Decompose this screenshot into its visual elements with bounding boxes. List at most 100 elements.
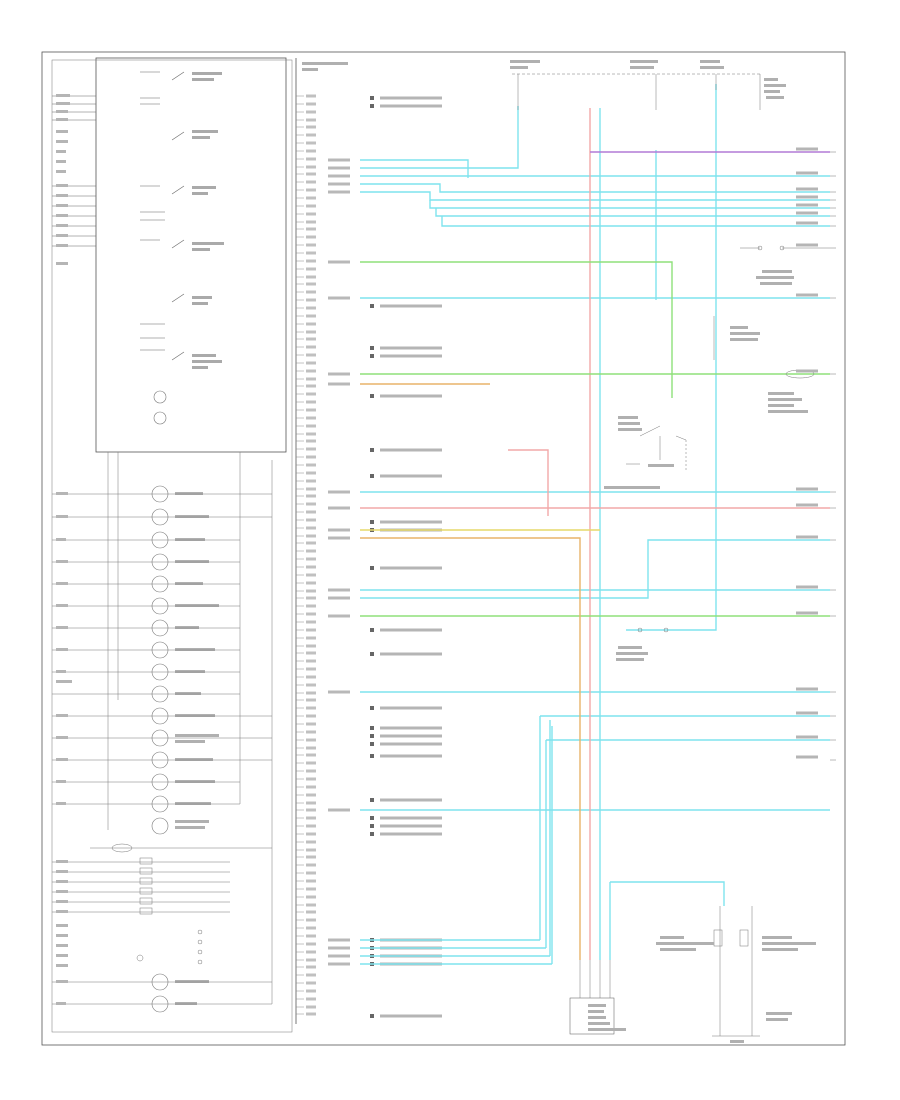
pin-number: [306, 793, 316, 797]
wire-color-code: [328, 588, 350, 592]
pin-number: [306, 94, 316, 98]
pin-number: [306, 997, 316, 1001]
wire-color-code: [328, 372, 350, 376]
pin-number: [306, 400, 316, 404]
arrow-icon: [370, 304, 374, 308]
pin-number: [306, 910, 316, 914]
pin-number: [306, 785, 316, 789]
indicator-lamps: [151, 485, 169, 1013]
wire-color-code: [328, 296, 350, 300]
pin-number: [306, 816, 316, 820]
orange-wires: [360, 383, 581, 960]
pin-number: [306, 832, 316, 836]
destination-label: [380, 726, 442, 730]
pin-number: [306, 377, 316, 381]
destination-label: [380, 304, 442, 308]
pin-number: [306, 769, 316, 773]
instrument-cluster: [51, 57, 293, 1033]
top-right-components: [510, 60, 786, 110]
pin-number: [306, 447, 316, 451]
pin-number: [306, 973, 316, 977]
destination-label: [380, 754, 442, 758]
pin-number: [306, 871, 316, 875]
pin-number: [306, 353, 316, 357]
wire-color-code: [796, 487, 818, 491]
arrow-icon: [370, 520, 374, 524]
wire-color-code: [796, 187, 818, 191]
pin-number: [306, 801, 316, 805]
pin-number: [306, 361, 316, 365]
speed-sensor-box: [569, 997, 615, 1035]
pin-number: [306, 691, 316, 695]
wire-end-markers: [796, 147, 836, 761]
arrow-icon: [370, 96, 374, 100]
wire-color-code: [796, 585, 818, 589]
pin-number: [306, 753, 316, 757]
green-wires: [360, 261, 830, 617]
pin-number: [306, 526, 316, 530]
arrow-icon: [370, 816, 374, 820]
arrow-icon: [370, 1014, 374, 1018]
pin-number: [306, 337, 316, 341]
pin-number: [306, 628, 316, 632]
pin-number: [306, 471, 316, 475]
connector-pin-rows: [296, 94, 442, 1018]
pin-number: [306, 958, 316, 962]
pin-number: [306, 581, 316, 585]
wire-color-code: [328, 528, 350, 532]
pin-number: [306, 392, 316, 396]
pin-number: [306, 557, 316, 561]
pin-number: [306, 746, 316, 750]
pin-number: [306, 188, 316, 192]
pin-number: [306, 565, 316, 569]
red-wires: [360, 108, 830, 960]
arrow-icon: [370, 474, 374, 478]
destination-label: [380, 394, 442, 398]
wire-color-code: [796, 221, 818, 225]
wire-color-code: [328, 260, 350, 264]
arrow-icon: [370, 628, 374, 632]
wire-color-code: [328, 190, 350, 194]
pin-number: [306, 141, 316, 145]
pin-number: [306, 102, 316, 106]
wire-color-code: [796, 243, 818, 247]
indicator-lamp-labels: [175, 492, 219, 1005]
pin-number: [306, 416, 316, 420]
pin-number: [306, 204, 316, 208]
pin-number: [306, 573, 316, 577]
pin-number: [306, 863, 316, 867]
pin-number: [306, 369, 316, 373]
pin-number: [306, 738, 316, 742]
arrow-icon: [370, 798, 374, 802]
cluster-switches: [140, 71, 185, 361]
destination-label: [380, 824, 442, 828]
pin-number: [306, 118, 316, 122]
pin-number: [306, 942, 316, 946]
pin-number: [306, 730, 316, 734]
wire-color-code: [796, 735, 818, 739]
cluster-lower-components: [111, 843, 203, 965]
pin-number: [306, 220, 316, 224]
wire-color-code: [328, 506, 350, 510]
pin-number: [306, 855, 316, 859]
destination-label: [380, 96, 442, 100]
wire-color-code: [328, 938, 350, 942]
pin-number: [306, 840, 316, 844]
wire-color-code: [328, 614, 350, 618]
arrow-icon: [370, 726, 374, 730]
wire-color-code: [328, 946, 350, 950]
cluster-small-lamps: [153, 390, 167, 425]
pin-number: [306, 950, 316, 954]
wire-color-code: [796, 687, 818, 691]
pin-number: [306, 165, 316, 169]
pin-number: [306, 879, 316, 883]
pin-number: [306, 243, 316, 247]
destination-label: [380, 742, 442, 746]
pin-number: [306, 149, 316, 153]
arrow-icon: [370, 652, 374, 656]
destination-label: [380, 474, 442, 478]
pin-number: [306, 439, 316, 443]
pin-number: [306, 596, 316, 600]
junction-connector: [295, 58, 348, 1024]
cluster-lower-wires: [52, 452, 273, 1005]
